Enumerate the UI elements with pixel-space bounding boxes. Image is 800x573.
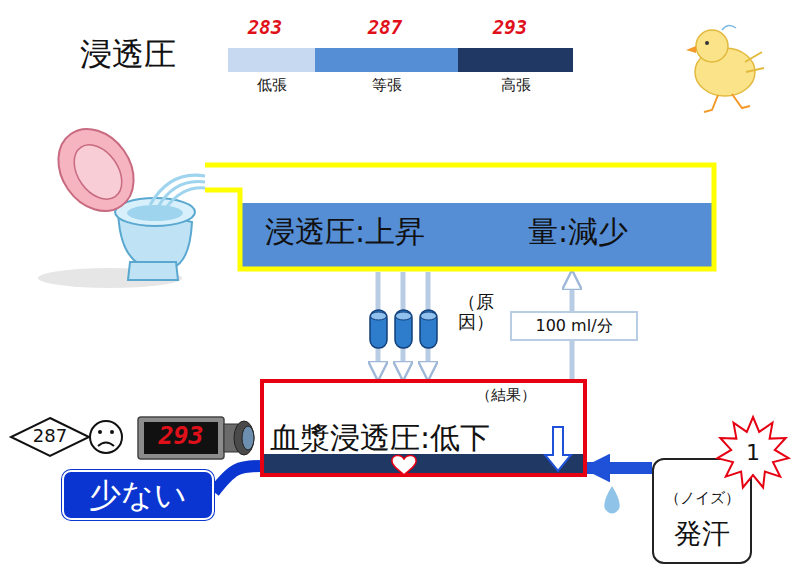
plasma-band	[264, 454, 583, 473]
target-diamond: 287	[10, 417, 90, 457]
legend-swatch	[315, 48, 458, 72]
sad-face	[90, 421, 122, 453]
meter-reading: 293	[144, 422, 218, 451]
edge-label: （原因）	[458, 292, 476, 332]
collecting-duct: 浸透圧:上昇 量:減少	[205, 162, 717, 272]
node-text: 血漿浸透圧:低下	[270, 421, 490, 456]
node-text: 1	[746, 440, 760, 465]
legend-swatch	[228, 48, 315, 72]
legend-swatch	[458, 48, 573, 72]
sweat-arrow	[587, 462, 652, 474]
chick-illustration	[686, 25, 764, 112]
legend-item: 低張	[228, 48, 315, 103]
legend-item: 高張	[458, 48, 573, 103]
duct-outline	[205, 165, 714, 269]
node-text: （結果）	[476, 387, 536, 404]
node-text: 量:減少	[528, 215, 628, 250]
osmometer	[138, 417, 254, 459]
scale-value: 283	[240, 17, 290, 39]
node-text: （ノイズ）	[665, 490, 740, 507]
legend-label: 低張	[228, 77, 315, 94]
decrease-arrow	[545, 427, 571, 471]
scale-value: 287	[360, 17, 410, 39]
legend-label: 高張	[458, 77, 573, 94]
urine-band	[240, 203, 712, 267]
node-text: 発汗	[674, 518, 730, 550]
result-link	[214, 466, 260, 492]
title: 浸透圧	[80, 36, 176, 73]
aquaporin-channels	[370, 310, 437, 348]
node-text: 少ない	[89, 477, 187, 514]
toilet-illustration	[38, 114, 205, 288]
legend-label: 等張	[315, 77, 458, 94]
heart-icon	[392, 455, 416, 475]
node-text: 287	[33, 426, 67, 447]
sweat-drop	[604, 486, 619, 514]
edge-label: 100 ml/分	[510, 311, 638, 341]
result-box: 少ない	[62, 470, 214, 520]
scale-value: 293	[485, 17, 535, 39]
legend-item: 等張	[315, 48, 458, 103]
plasma-box: （結果） 血漿浸透圧:低下	[260, 379, 587, 477]
callout-number: 1	[716, 416, 790, 490]
node-text: 浸透圧:上昇	[265, 215, 425, 250]
